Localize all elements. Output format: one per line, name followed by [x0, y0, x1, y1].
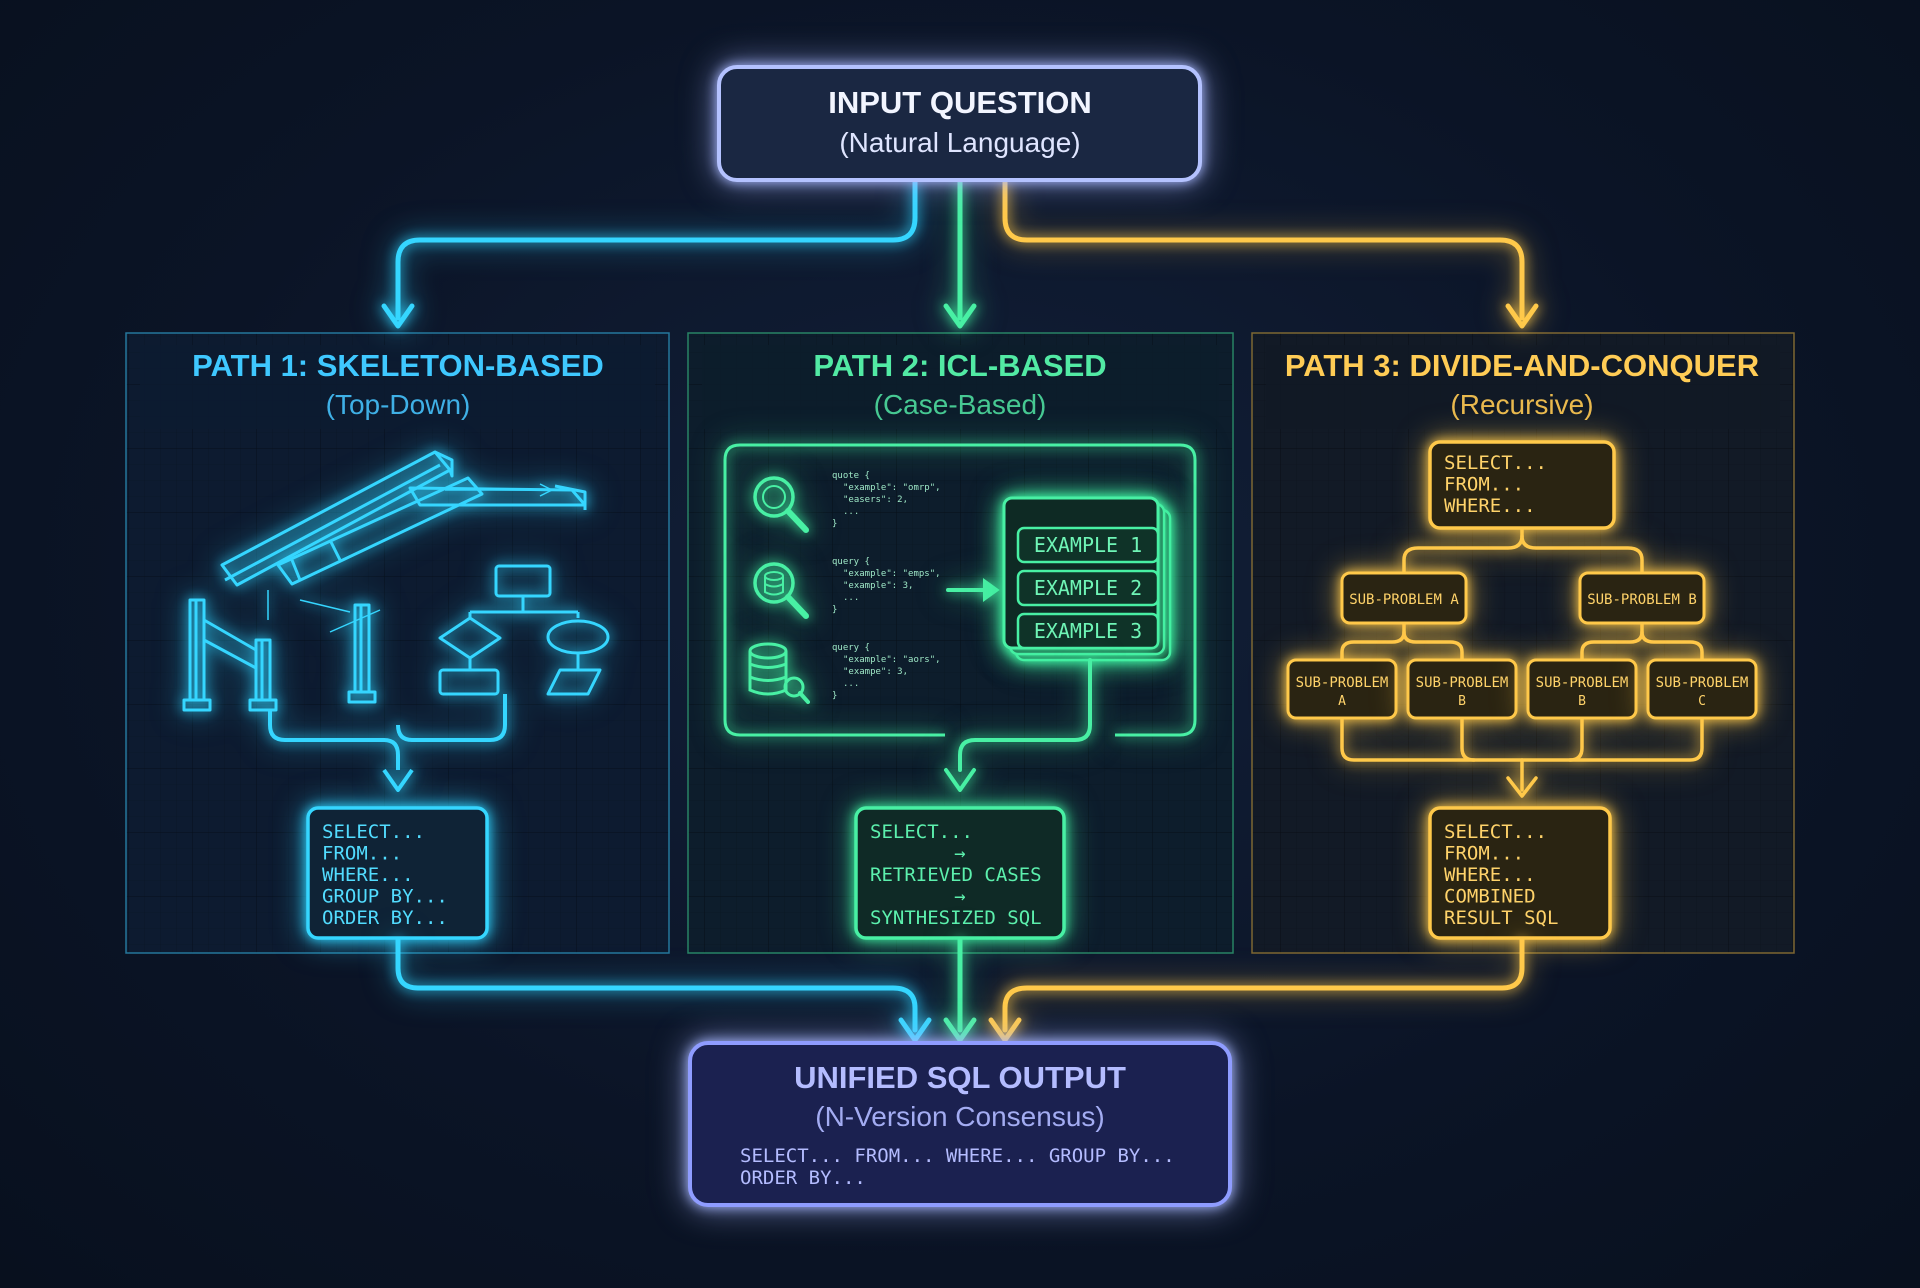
query-snippet-line: "exampe": 3,	[843, 667, 908, 677]
path1-sql-box: SELECT...FROM...WHERE...GROUP BY...ORDER…	[306, 806, 489, 940]
query-snippet-line: "example": "aors",	[843, 655, 941, 665]
query-snippet-line: query {	[832, 643, 870, 653]
unified-sql-output-box: UNIFIED SQL OUTPUT (N-Version Consensus)…	[688, 1041, 1232, 1207]
subproblem-label: SUB-PROBLEM	[1296, 675, 1389, 691]
flow-arrow-icon: →	[954, 886, 965, 908]
query-snippet-line: }	[832, 605, 837, 615]
output-sql-line: ORDER BY...	[740, 1167, 866, 1189]
skeleton-blueprint-icon	[182, 450, 610, 792]
path1-sql-line: GROUP BY...	[322, 886, 448, 908]
path2-title: PATH 2: ICL-BASED	[813, 348, 1106, 383]
connector-input-to-path1	[381, 179, 918, 329]
path1-sql-line: ORDER BY...	[322, 907, 448, 929]
query-snippet-line: "example": 3,	[843, 581, 913, 591]
subproblem-box	[1406, 658, 1518, 720]
path3-root-line: SELECT...	[1444, 452, 1547, 474]
path3-level2: SUB-PROBLEM A SUB-PROBLEM B SUB-PROBLEM B SUB-…	[1286, 658, 1758, 720]
path2-subtitle: (Case-Based)	[874, 389, 1047, 420]
query-snippet-line: ...	[843, 593, 859, 603]
path3-result-line: COMBINED	[1444, 886, 1536, 908]
database-icon	[748, 642, 810, 704]
subproblem-letter: B	[1578, 694, 1586, 709]
query-snippet-line: "example": "emps",	[843, 569, 941, 579]
query-snippet-line: ...	[843, 507, 859, 517]
path3-result-line: RESULT SQL	[1444, 907, 1558, 929]
output-subtitle: (N-Version Consensus)	[815, 1101, 1104, 1132]
path1-sql-line: SELECT...	[322, 821, 425, 843]
path1-sql-line: FROM...	[322, 843, 402, 865]
connector-input-to-path3	[1002, 179, 1539, 329]
path2-sql-box: SELECT...→RETRIEVED CASES→SYNTHESIZED SQ…	[854, 806, 1066, 940]
path3-result-line: FROM...	[1444, 843, 1524, 865]
example-card	[1016, 569, 1160, 607]
connector-path1-to-output	[395, 937, 932, 1043]
connector-path3-to-output	[988, 937, 1525, 1043]
path2-sql-line: RETRIEVED CASES	[870, 864, 1042, 886]
subproblem-label: SUB-PROBLEM A	[1349, 592, 1459, 608]
tree-connectors	[1340, 526, 1704, 798]
search-icon	[753, 476, 809, 533]
example-card	[1016, 612, 1160, 650]
query-snippet-line: quote {	[832, 471, 870, 481]
connector-input-to-path2	[943, 179, 977, 329]
path2-sql-line: SYNTHESIZED SQL	[870, 907, 1042, 929]
example-label: EXAMPLE 3	[1034, 619, 1142, 643]
output-title: UNIFIED SQL OUTPUT	[794, 1060, 1126, 1095]
path1-subtitle: (Top-Down)	[326, 389, 471, 420]
path1-title: PATH 1: SKELETON-BASED	[192, 348, 604, 383]
subproblem-box	[1526, 658, 1638, 720]
subproblem-label: SUB-PROBLEM B	[1587, 592, 1697, 608]
arrow-to-examples-icon	[946, 578, 1000, 602]
path3-result-line: WHERE...	[1444, 864, 1536, 886]
path3-root-line: WHERE...	[1444, 495, 1536, 517]
subproblem-label: SUB-PROBLEM	[1416, 675, 1509, 691]
path3-result-line: SELECT...	[1444, 821, 1547, 843]
input-subtitle: (Natural Language)	[839, 127, 1080, 158]
query-snippet-line: }	[832, 691, 837, 701]
subproblem-box	[1340, 571, 1468, 625]
flow-arrow-icon: →	[954, 843, 965, 865]
query-snippet-line: "example": "omrp",	[843, 483, 941, 493]
subproblem-label: SUB-PROBLEM	[1656, 675, 1749, 691]
subproblem-box	[1646, 658, 1758, 720]
example-card	[1016, 526, 1160, 564]
input-question-box: INPUT QUESTION (Natural Language)	[717, 65, 1202, 182]
subproblem-box	[1286, 658, 1398, 720]
path1-sql-line: WHERE...	[322, 864, 414, 886]
path3-root-box: SELECT...FROM...WHERE...	[1428, 440, 1616, 530]
path3-title: PATH 3: DIVIDE-AND-CONQUER	[1285, 348, 1759, 383]
input-title: INPUT QUESTION	[828, 85, 1092, 120]
panel-path1	[125, 332, 670, 954]
icl-case-panel	[723, 443, 1197, 737]
connector-path2-to-output	[943, 937, 977, 1043]
subproblem-letter: B	[1458, 694, 1466, 709]
connector-examples-to-sql	[944, 658, 1092, 792]
subproblem-box	[1578, 571, 1706, 625]
path3-level1: SUB-PROBLEM A SUB-PROBLEM B	[1340, 571, 1706, 625]
path2-sql-line: SELECT...	[870, 821, 973, 843]
query-snippet-line: ...	[843, 679, 859, 689]
output-sql-line: SELECT... FROM... WHERE... GROUP BY...	[740, 1145, 1175, 1167]
database-search-icon	[753, 562, 809, 619]
query-snippet-line: "easers": 2,	[843, 495, 908, 505]
path3-subtitle: (Recursive)	[1450, 389, 1593, 420]
example-stack: EXAMPLE 1 EXAMPLE 2 EXAMPLE 3	[1002, 496, 1172, 662]
query-snippet-line: }	[832, 519, 837, 529]
query-snippet-line: query {	[832, 557, 870, 567]
icl-query-snippets: quote { "example": "omrp", "easers": 2,...…	[832, 471, 941, 701]
path3-root-line: FROM...	[1444, 474, 1524, 496]
subproblem-letter: C	[1698, 694, 1706, 709]
subproblem-letter: A	[1338, 694, 1346, 709]
subproblem-label: SUB-PROBLEM	[1536, 675, 1629, 691]
example-label: EXAMPLE 2	[1034, 576, 1142, 600]
example-label: EXAMPLE 1	[1034, 533, 1142, 557]
panel-path3	[1251, 332, 1795, 954]
